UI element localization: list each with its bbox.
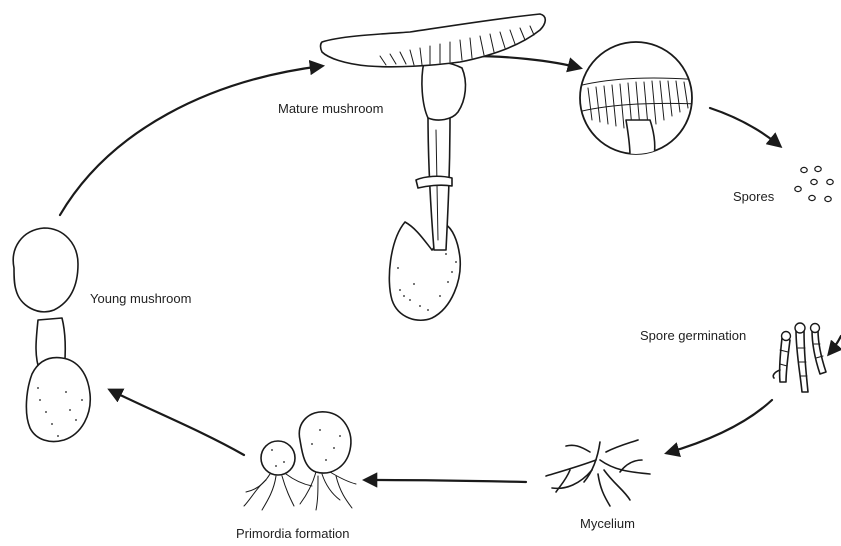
label-mycelium: Mycelium xyxy=(580,516,635,531)
label-young-mushroom: Young mushroom xyxy=(90,291,191,306)
arrow-primordia-to-young xyxy=(110,390,244,455)
primordia-illustration xyxy=(244,412,356,510)
mycelium-illustration xyxy=(546,440,650,506)
young-mushroom-illustration xyxy=(13,228,90,442)
label-spore-germination: Spore germination xyxy=(640,328,746,343)
arrow-germination-to-mycelium xyxy=(667,400,772,453)
arrow-zoom-to-spores xyxy=(710,108,780,146)
gill-zoom-illustration xyxy=(578,42,700,156)
arrow-germination-entry xyxy=(829,336,841,354)
arrow-mature-to-zoom xyxy=(472,56,580,68)
mature-mushroom-illustration xyxy=(321,14,546,320)
arrow-mycelium-to-primordia xyxy=(365,480,526,482)
label-mature-mushroom: Mature mushroom xyxy=(278,101,383,116)
label-primordia-formation: Primordia formation xyxy=(236,526,349,541)
spore-germination-illustration xyxy=(773,323,826,392)
arrow-young-to-mature xyxy=(60,66,322,215)
label-spores: Spores xyxy=(733,189,775,204)
spores-illustration xyxy=(795,166,833,201)
